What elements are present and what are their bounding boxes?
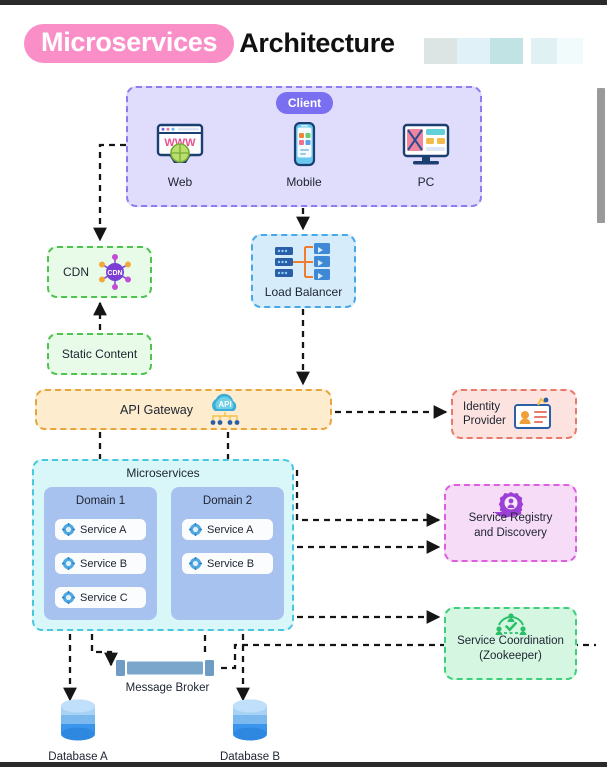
hand-gear-user-icon [493,492,523,518]
cdn-node: CDN CDN [47,246,152,298]
cdn-label: CDN [63,265,89,279]
title-badge-microservices: Microservices [24,24,235,64]
title-word-architecture: Architecture [239,28,395,59]
static-content-node: Static Content [47,333,152,375]
svg-text:WWW: WWW [164,137,196,149]
svg-text:CDN: CDN [107,270,122,277]
service-coordination-line1: Service Coordination [457,635,564,647]
client-badge: Client [276,92,333,114]
gear-icon [189,557,202,570]
microservices-title: Microservices [126,466,200,480]
identity-provider-label: Identity Provider [463,400,506,429]
client-item-pc: PC [389,122,463,189]
client-label-web: Web [167,175,193,189]
api-gateway-label: API Gateway [120,402,193,417]
top-border-bar [0,0,607,5]
load-balancer-label: Load Balancer [264,285,343,299]
load-balancer-node [251,234,356,308]
service-coordination-node [444,607,577,680]
cdn-node-icon: CDN [99,254,131,290]
service-label: Service A [207,523,254,536]
service-item[interactable]: Service A [182,519,273,540]
client-label-pc: PC [417,175,435,189]
scrollbar-track[interactable] [596,5,607,762]
id-card-icon [513,397,551,429]
service-label: Service C [80,591,128,604]
database-cylinder-icon [233,699,267,741]
identity-provider-line1: Identity [463,400,501,413]
browser-window-icon: WWW [156,123,204,163]
svg-text:API: API [218,400,231,409]
gear-icon [62,591,75,604]
service-label: Service B [80,557,128,570]
service-label: Service A [80,523,127,536]
service-registry-line1: Service Registry [468,512,553,524]
database-cylinder-icon [61,699,95,741]
database-a-label: Database A [48,751,108,763]
bottom-border-bar [0,762,607,767]
client-item-web: WWW Web [143,122,217,189]
decorative-block-5 [557,38,583,64]
coordination-users-icon [495,613,526,635]
gear-icon [62,557,75,570]
database-a: Database A [33,697,123,763]
service-coordination-line2: (Zookeeper) [479,649,542,662]
identity-provider-line2: Provider [463,415,506,427]
api-gateway-node: API Gateway API [35,389,332,430]
client-label-mobile: Mobile [286,175,322,189]
service-item[interactable]: Service B [182,553,273,574]
domain-2-title: Domain 2 [202,495,253,507]
identity-provider-node: Identity Provider [451,389,577,439]
service-item[interactable]: Service A [55,519,146,540]
service-registry-line2: and Discovery [474,526,547,539]
server-network-icon [274,243,330,280]
message-broker-label: Message Broker [125,682,210,694]
domain-1-title: Domain 1 [75,495,126,507]
decorative-block-3 [490,38,523,64]
smartphone-icon [293,121,316,167]
service-coordination-label: Service Coordination (Zookeeper) [444,634,577,664]
database-b-label: Database B [219,751,281,763]
service-registry-label: Service Registry and Discovery [444,511,577,541]
service-item[interactable]: Service C [55,587,146,608]
static-content-label: Static Content [61,347,138,361]
database-b: Database B [205,697,295,763]
message-broker-bar-icon [116,660,214,676]
api-cloud-icon: API [210,393,240,425]
desktop-monitor-icon [402,123,450,165]
page-title: Microservices Architecture [24,24,395,64]
service-registry-node [444,484,577,562]
service-label: Service B [207,557,255,570]
decorative-block-4 [531,38,557,64]
gear-icon [189,523,202,536]
service-item[interactable]: Service B [55,553,146,574]
gear-icon [62,523,75,536]
scrollbar-thumb[interactable] [597,88,605,223]
decorative-block-1 [424,38,457,64]
decorative-block-2 [457,38,490,64]
client-item-mobile: Mobile [267,121,341,189]
